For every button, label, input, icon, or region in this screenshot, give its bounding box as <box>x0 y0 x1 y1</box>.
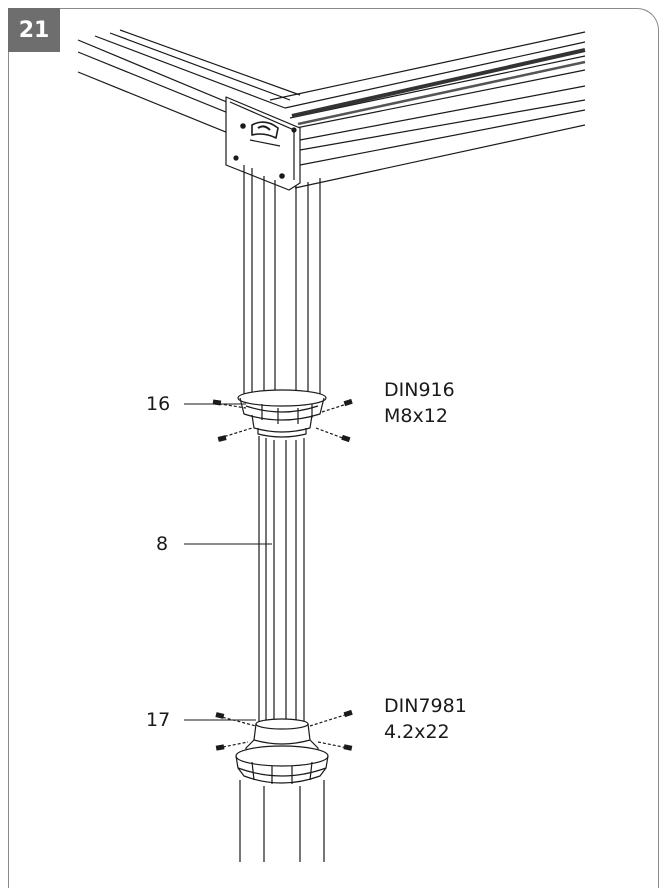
step-number-badge: 21 <box>8 8 60 52</box>
connector-16 <box>237 389 327 438</box>
upper-fastener-standard: DIN916 <box>384 379 455 401</box>
callout-17: 17 <box>146 709 171 731</box>
middle-post-8 <box>258 436 305 724</box>
lower-fastener-size: 4.2x22 <box>384 721 450 743</box>
leader-lines <box>184 403 272 721</box>
callout-8: 8 <box>156 533 169 555</box>
roof-beam-right <box>269 31 586 189</box>
lower-post <box>239 780 325 862</box>
corner-bracket <box>225 96 301 191</box>
screws-upper <box>213 402 351 441</box>
connector-17 <box>235 718 329 784</box>
screw-heads-lower <box>215 709 353 751</box>
lower-fastener-standard: DIN7981 <box>384 695 467 717</box>
upper-post <box>243 165 321 400</box>
upper-fastener-size: M8x12 <box>384 405 448 427</box>
callout-16: 16 <box>146 393 171 415</box>
diagram-frame <box>8 8 659 888</box>
